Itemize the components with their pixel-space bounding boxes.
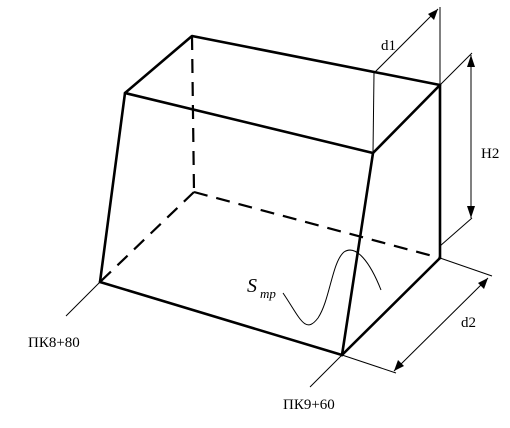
s-tr-leader-curve xyxy=(282,249,382,326)
edge-right-bottom xyxy=(340,256,442,357)
h2-arrowhead-top xyxy=(467,55,475,67)
s-tr-label-subscript: тр xyxy=(260,286,276,301)
d2-arrowhead-top xyxy=(478,278,488,289)
dimension-h2: H2 xyxy=(439,52,499,247)
pk-right-label: ПК9+60 xyxy=(283,397,335,413)
d2-dimension-line xyxy=(393,277,489,372)
hidden-edge-back-bottom xyxy=(193,190,441,260)
d1-arrowhead xyxy=(428,9,438,20)
edge-front-left xyxy=(98,91,127,284)
d1-dimension-line xyxy=(373,8,439,74)
d2-extension-top xyxy=(439,257,493,277)
dimension-d1: d1 xyxy=(372,7,441,154)
h2-extension-bottom xyxy=(439,217,473,247)
edge-front-right xyxy=(340,151,375,357)
hidden-edge-left-bottom xyxy=(99,191,195,283)
hidden-edge-back-vertical xyxy=(190,35,196,193)
pk-left-label: ПК8+80 xyxy=(28,335,80,351)
pk-right-leader xyxy=(309,354,343,388)
dimension-d2: d2 xyxy=(341,257,493,374)
d2-extension-bottom xyxy=(341,354,397,374)
hidden-edges xyxy=(99,35,441,283)
d2-arrowhead-bottom xyxy=(394,360,404,371)
s-tr-label-main: S xyxy=(247,275,257,297)
d2-label: d2 xyxy=(461,315,476,331)
visible-edges xyxy=(98,34,442,357)
h2-extension-top xyxy=(439,52,473,86)
h2-label: H2 xyxy=(481,146,499,162)
h2-arrowhead-bottom xyxy=(467,206,475,218)
pk-left-leader xyxy=(65,281,101,317)
s-tr-annotation: S тр xyxy=(247,249,382,326)
edge-front-bottom xyxy=(98,280,344,357)
d1-label: d1 xyxy=(381,38,396,54)
d1-extension-line xyxy=(372,72,375,154)
station-markers: ПК8+80 ПК9+60 xyxy=(28,281,343,413)
